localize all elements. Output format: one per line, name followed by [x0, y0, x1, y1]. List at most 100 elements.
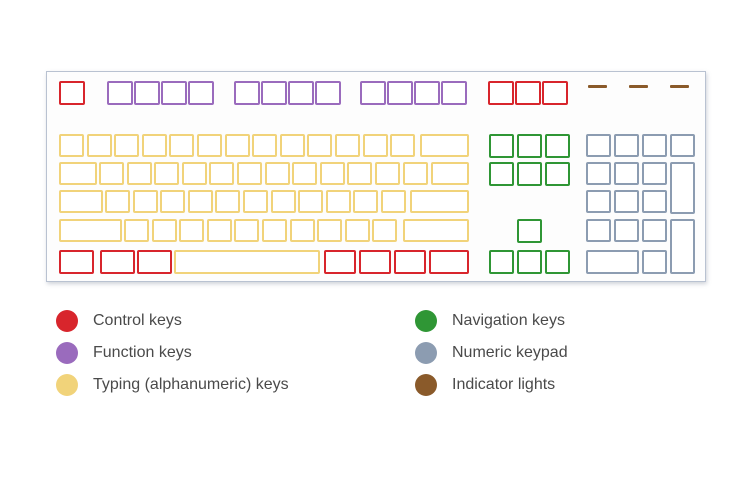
numeric-key — [670, 134, 695, 157]
typing-key — [375, 162, 400, 185]
control-key — [515, 81, 541, 105]
space-bar — [174, 250, 320, 274]
typing-key — [344, 219, 370, 242]
typing-key — [179, 219, 205, 242]
typing-key — [317, 219, 343, 242]
function-key — [288, 81, 314, 105]
typing-key — [59, 190, 103, 213]
legend-label-navigation: Navigation keys — [452, 312, 565, 329]
navigation-key — [545, 162, 570, 186]
control-key — [59, 250, 94, 274]
function-key — [134, 81, 160, 105]
legend-item-navigation: Navigation keys — [415, 308, 565, 334]
legend-label-function: Function keys — [93, 344, 192, 361]
typing-key — [154, 162, 180, 185]
legend-swatch-control — [56, 310, 78, 332]
numeric-key — [586, 219, 611, 242]
numeric-key — [614, 134, 639, 157]
typing-key — [431, 162, 469, 185]
typing-key — [132, 190, 158, 213]
function-key — [261, 81, 287, 105]
navigation-key — [489, 134, 514, 158]
typing-key — [307, 134, 333, 157]
legend-label-control: Control keys — [93, 312, 182, 329]
typing-key — [59, 219, 122, 242]
typing-key — [390, 134, 416, 157]
typing-key — [410, 190, 469, 213]
navigation-key — [517, 162, 542, 186]
typing-key — [403, 219, 469, 242]
typing-key — [402, 162, 428, 185]
typing-key — [234, 219, 260, 242]
typing-key — [59, 162, 97, 185]
typing-key — [215, 190, 241, 213]
numeric-key — [586, 162, 611, 185]
indicator-light — [670, 85, 689, 88]
numeric-key — [642, 219, 667, 242]
typing-key — [141, 134, 167, 157]
legend-label-indicator: Indicator lights — [452, 376, 556, 393]
legend-item-typing: Typing (alphanumeric) keys — [56, 372, 289, 398]
function-key — [107, 81, 133, 105]
control-key — [100, 250, 135, 274]
control-key — [394, 250, 426, 274]
legend-label-numeric: Numeric keypad — [452, 344, 568, 361]
numeric-key — [586, 250, 639, 274]
typing-key — [292, 162, 318, 185]
typing-key — [169, 134, 195, 157]
navigation-key — [517, 134, 542, 158]
typing-key — [262, 219, 287, 242]
function-key — [414, 81, 440, 105]
function-key — [234, 81, 260, 105]
typing-key — [99, 162, 124, 185]
numeric-key — [586, 134, 611, 157]
numeric-key — [670, 219, 695, 274]
typing-key — [372, 219, 398, 242]
legend-swatch-indicator — [415, 374, 437, 396]
control-key — [488, 81, 514, 105]
legend-swatch-function — [56, 342, 78, 364]
control-key — [324, 250, 356, 274]
typing-key — [59, 134, 84, 157]
typing-key — [264, 162, 290, 185]
typing-key — [279, 134, 305, 157]
typing-key — [353, 190, 379, 213]
navigation-key — [489, 162, 514, 186]
typing-key — [270, 190, 296, 213]
typing-key — [209, 162, 235, 185]
legend-swatch-typing — [56, 374, 78, 396]
function-key — [360, 81, 386, 105]
legend-swatch-navigation — [415, 310, 437, 332]
typing-key — [325, 190, 351, 213]
control-key — [59, 81, 85, 105]
numeric-key — [642, 190, 667, 213]
keyboard-diagram — [46, 71, 706, 282]
function-key — [315, 81, 341, 105]
numeric-key — [670, 162, 695, 214]
typing-key — [237, 162, 262, 185]
typing-key — [335, 134, 360, 157]
function-key — [441, 81, 467, 105]
legend-label-typing: Typing (alphanumeric) keys — [93, 376, 289, 393]
typing-key — [124, 219, 149, 242]
numeric-key — [642, 250, 667, 274]
navigation-key — [517, 250, 542, 274]
typing-key — [319, 162, 345, 185]
control-key — [137, 250, 172, 274]
typing-key — [126, 162, 152, 185]
typing-key — [224, 134, 250, 157]
typing-key — [243, 190, 268, 213]
numeric-key — [614, 162, 639, 185]
numeric-key — [614, 219, 639, 242]
legend-swatch-numeric — [415, 342, 437, 364]
typing-key — [298, 190, 324, 213]
numeric-key — [586, 190, 611, 213]
function-key — [161, 81, 187, 105]
typing-key — [151, 219, 177, 242]
typing-key — [197, 134, 222, 157]
numeric-key — [642, 134, 667, 157]
typing-key — [160, 190, 186, 213]
indicator-light — [629, 85, 648, 88]
navigation-key — [545, 134, 570, 158]
navigation-key — [517, 219, 542, 243]
